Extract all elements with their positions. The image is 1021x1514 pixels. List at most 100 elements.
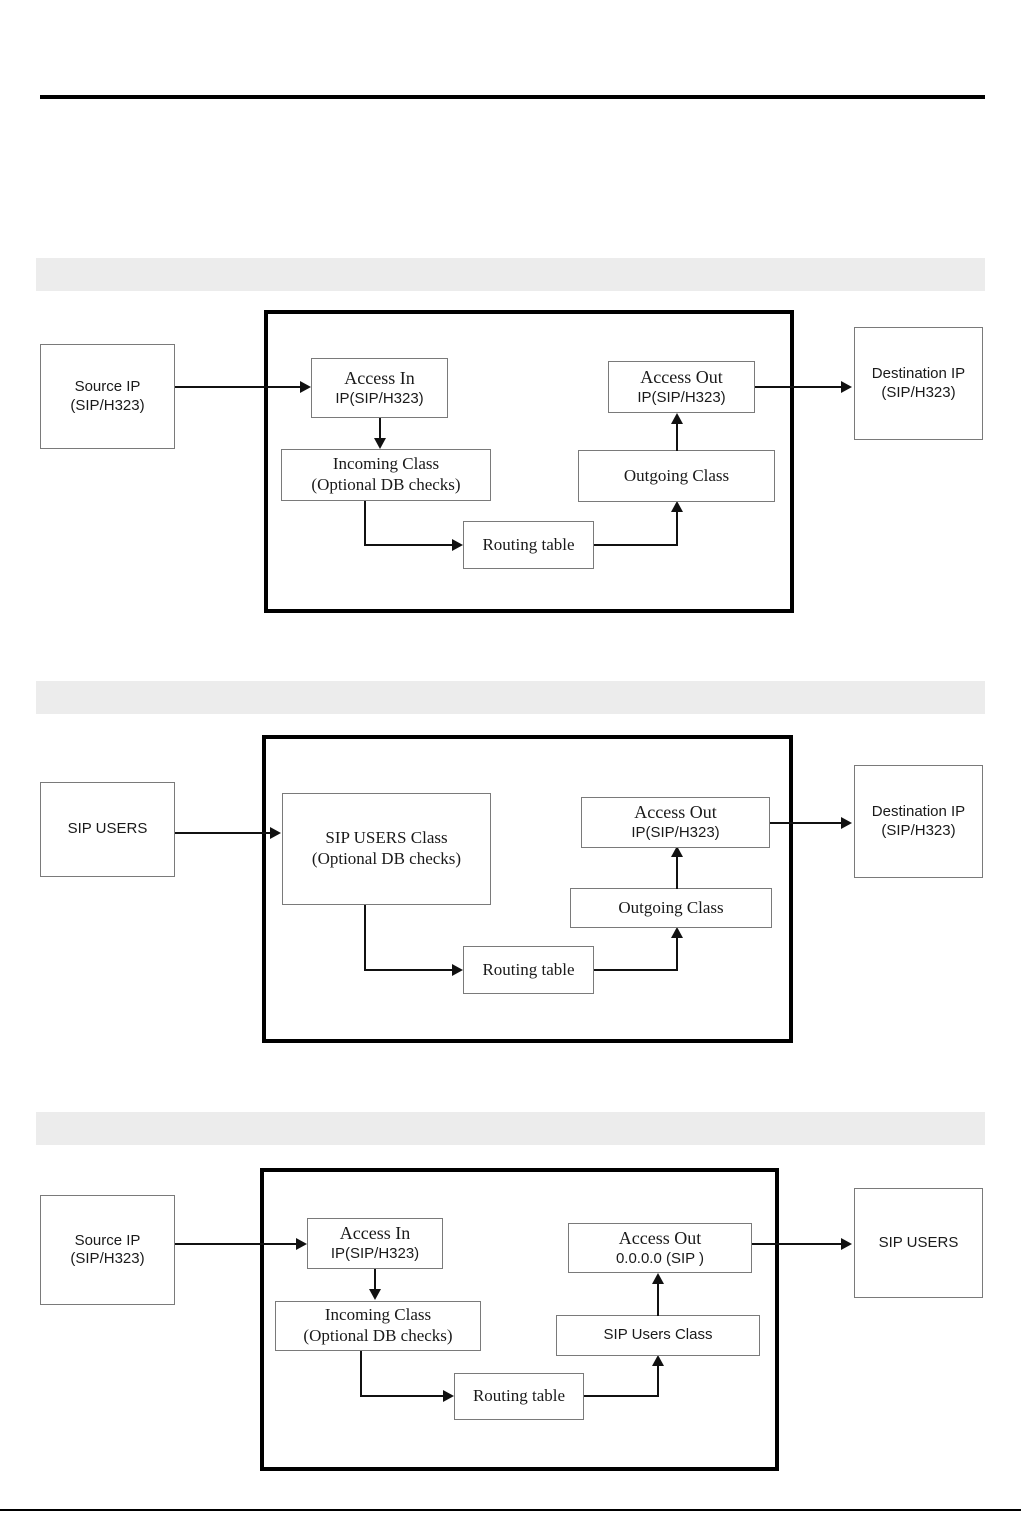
node-line-2: (Optional DB checks) — [303, 1326, 453, 1345]
node-line-2: IP(SIP/H323) — [335, 389, 424, 407]
node-access-in-1: Access In IP(SIP/H323) — [311, 358, 448, 418]
node-line-1: Routing table — [482, 534, 575, 554]
node-line-1: Destination IP — [871, 803, 966, 821]
arrowhead-class-2 — [270, 827, 281, 839]
node-line-1: Access Out — [618, 1227, 702, 1248]
arrowhead-accessout-3 — [652, 1273, 664, 1284]
arrowhead-destination-2 — [841, 817, 852, 829]
node-sip-users-class-2: SIP USERS Class (Optional DB checks) — [282, 793, 491, 905]
arrowhead-routing-3 — [443, 1390, 454, 1402]
node-line-2: (SIP/H323) — [881, 821, 956, 839]
node-incoming-class-1: Incoming Class (Optional DB checks) — [281, 449, 491, 501]
connector-routing-up-2 — [676, 938, 678, 970]
arrowhead-routing-2 — [452, 964, 463, 976]
connector-accessout-to-destination-1 — [755, 386, 843, 388]
connector-routing-right-1 — [594, 544, 678, 546]
node-line-2: 0.0.0.0 (SIP ) — [615, 1249, 705, 1267]
node-line-1: Destination IP — [871, 365, 966, 383]
node-line-1: Access Out — [640, 366, 723, 387]
node-line-1: SIP USERS Class — [325, 828, 448, 848]
node-line-1: SIP USERS — [67, 820, 148, 838]
node-destination-ip-1: Destination IP (SIP/H323) — [854, 327, 983, 440]
node-line-1: Access In — [344, 367, 415, 388]
node-line-2: (SIP/H323) — [70, 1250, 145, 1267]
connector-incoming-right-3 — [360, 1395, 445, 1397]
node-access-out-1: Access Out IP(SIP/H323) — [608, 361, 755, 413]
arrowhead-accessout-2 — [671, 846, 683, 857]
node-line-1: Source IP — [74, 1231, 141, 1249]
connector-incoming-down-1 — [364, 501, 366, 545]
connector-source-to-accessin-3 — [175, 1243, 299, 1245]
figure-ip-to-sipusers: Source IP (SIP/H323) Access In IP(SIP/H3… — [0, 0, 1021, 1471]
arrowhead-incoming-1 — [374, 438, 386, 449]
connector-accessout-to-destination-2 — [770, 822, 843, 824]
node-line-1: SIP USERS — [878, 1233, 959, 1251]
node-line-2: IP(SIP/H323) — [631, 824, 720, 842]
connector-outgoing-to-accessout-2 — [676, 857, 678, 889]
caption-band-1 — [36, 258, 985, 291]
caption-band-2 — [36, 681, 985, 714]
arrowhead-routing-1 — [452, 539, 463, 551]
node-line-1: Incoming Class — [324, 1305, 432, 1325]
arrowhead-destination-1 — [841, 381, 852, 393]
arrowhead-accessin-3 — [296, 1238, 307, 1250]
node-incoming-class-3: Incoming Class (Optional DB checks) — [275, 1301, 481, 1351]
connector-source-to-accessin-1 — [175, 386, 303, 388]
node-line-1: Access In — [339, 1223, 411, 1244]
connector-class-right-2 — [364, 969, 454, 971]
connector-accessout-to-destination-3 — [752, 1243, 843, 1245]
figure-ip-to-ip: Source IP (SIP/H323) Access In IP(SIP/H3… — [0, 0, 1021, 613]
node-line-1: Outgoing Class — [623, 465, 730, 485]
node-sip-users-class-3: SIP Users Class — [556, 1315, 760, 1356]
node-line-1: Access Out — [634, 802, 717, 823]
node-source-ip-1: Source IP (SIP/H323) — [40, 344, 175, 449]
arrowhead-sipusersclass-3 — [652, 1355, 664, 1366]
connector-accessin-to-incoming-1 — [379, 418, 381, 441]
node-line-1: SIP Users Class — [603, 1326, 713, 1344]
page-footer-rule — [0, 1509, 1021, 1511]
connector-routing-up-3 — [657, 1366, 659, 1396]
caption-band-3 — [36, 1112, 985, 1145]
node-line-1: Source IP — [74, 378, 141, 396]
node-routing-table-2: Routing table — [463, 946, 594, 994]
arrowhead-accessout-1 — [671, 413, 683, 424]
node-line-1: Outgoing Class — [618, 897, 724, 917]
node-destination-ip-2: Destination IP (SIP/H323) — [854, 765, 983, 878]
connector-routing-right-3 — [584, 1395, 659, 1397]
node-access-out-2: Access Out IP(SIP/H323) — [581, 797, 770, 848]
page-header-rule — [40, 95, 985, 99]
node-outgoing-class-1: Outgoing Class — [578, 450, 775, 502]
node-line-1: Routing table — [472, 1386, 566, 1406]
arrowhead-outgoing-2 — [671, 927, 683, 938]
node-outgoing-class-2: Outgoing Class — [570, 888, 772, 928]
figure-sipusers-to-ip: SIP USERS SIP USERS Class (Optional DB c… — [0, 0, 1021, 1043]
node-source-ip-3: Source IP (SIP/H323) — [40, 1195, 175, 1305]
connector-class-to-accessout-3 — [657, 1284, 659, 1316]
node-routing-table-1: Routing table — [463, 521, 594, 569]
node-line-2: (SIP/H323) — [70, 396, 145, 414]
connector-outgoing-to-accessout-1 — [676, 424, 678, 451]
node-line-2: (SIP/H323) — [881, 383, 956, 401]
node-sip-users-destination-3: SIP USERS — [854, 1188, 983, 1298]
node-sip-users-source-2: SIP USERS — [40, 782, 175, 877]
node-line-2: (Optional DB checks) — [311, 849, 462, 868]
node-access-in-3: Access In IP(SIP/H323) — [307, 1218, 443, 1269]
arrowhead-outgoing-1 — [671, 501, 683, 512]
connector-incoming-right-1 — [364, 544, 454, 546]
connector-incoming-down-3 — [360, 1351, 362, 1396]
connector-source-to-class-2 — [175, 832, 273, 834]
node-routing-table-3: Routing table — [454, 1373, 584, 1420]
node-line-1: Routing table — [482, 959, 575, 979]
node-line-2: (Optional DB checks) — [311, 475, 461, 494]
connector-class-down-2 — [364, 905, 366, 970]
arrowhead-destination-3 — [841, 1238, 852, 1250]
node-line-2: IP(SIP/H323) — [637, 388, 726, 406]
connector-routing-right-2 — [594, 969, 678, 971]
node-line-2: IP(SIP/H323) — [330, 1245, 420, 1263]
node-access-out-3: Access Out 0.0.0.0 (SIP ) — [568, 1223, 752, 1273]
node-line-1: Incoming Class — [332, 454, 440, 474]
arrowhead-accessin-1 — [300, 381, 311, 393]
arrowhead-incoming-3 — [369, 1289, 381, 1300]
connector-accessin-to-incoming-3 — [374, 1269, 376, 1291]
